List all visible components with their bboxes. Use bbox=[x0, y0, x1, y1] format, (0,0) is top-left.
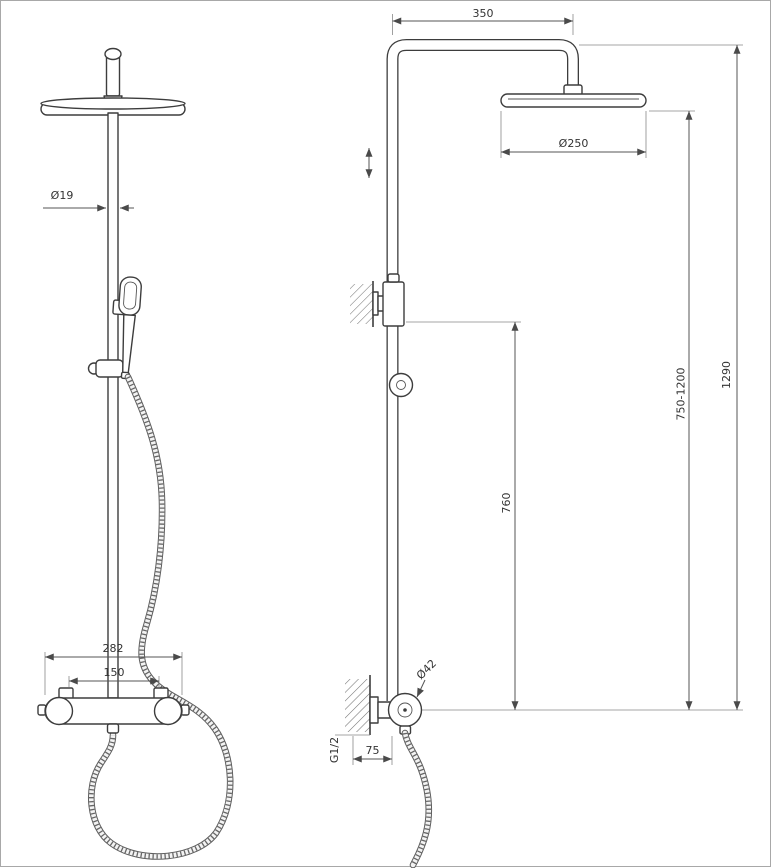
wall-hatch-lower bbox=[345, 679, 370, 732]
head-face-front bbox=[40, 97, 186, 110]
wall-connection-lower bbox=[345, 675, 423, 735]
mixer-valve bbox=[37, 687, 190, 734]
mixer-knob-left bbox=[44, 696, 74, 726]
overhead-shower-side bbox=[500, 84, 647, 108]
dim-riser-height: 750-1200 bbox=[649, 110, 695, 710]
dim-thread-label: G1/2 bbox=[328, 737, 341, 763]
dim-arm-length: 350 bbox=[392, 7, 574, 35]
diverter-knob-outer bbox=[388, 372, 414, 398]
dim-pipe-diameter: Ø19 bbox=[43, 189, 134, 212]
mixer-knob-right bbox=[153, 696, 183, 726]
wall-hatch-upper bbox=[350, 284, 373, 324]
dim-pipe-diameter-label: Ø19 bbox=[51, 189, 74, 202]
dim-connection-thread: G1/2 bbox=[328, 734, 370, 763]
diverter-knob-inner bbox=[396, 380, 406, 390]
dim-head-diameter: Ø250 bbox=[500, 111, 647, 158]
hose-outline-side bbox=[405, 733, 429, 865]
dim-escutcheon-leader bbox=[416, 679, 426, 698]
dim-escutcheon-label: Ø42 bbox=[414, 657, 439, 682]
hand-shower-face-detail bbox=[123, 281, 138, 310]
dim-total-height: 1290 bbox=[579, 44, 743, 710]
dim-head-diameter-label: Ø250 bbox=[559, 137, 589, 150]
mixer-hose-outlet bbox=[106, 723, 120, 734]
shower-hose-side bbox=[405, 733, 429, 865]
dim-escutcheon-diameter: Ø42 bbox=[414, 657, 439, 698]
dim-mixer-width-label: 282 bbox=[103, 642, 124, 655]
side-view: 350 Ø250 1290 750-1200 760 Ø42 bbox=[328, 7, 743, 865]
diverter-knob bbox=[388, 372, 414, 398]
wall-bracket-upper bbox=[350, 273, 405, 327]
stem-cap-front bbox=[104, 47, 122, 61]
valve-inner-ring bbox=[397, 702, 413, 718]
bracket-flange-upper bbox=[372, 291, 379, 316]
dim-total-height-label: 1290 bbox=[720, 361, 733, 389]
front-view: Ø19 282 150 bbox=[37, 47, 230, 857]
riser-pipe-front bbox=[107, 112, 119, 699]
dim-wall-distance-label: 75 bbox=[366, 744, 380, 757]
dim-arm-length-label: 350 bbox=[473, 7, 494, 20]
head-profile-side bbox=[500, 93, 647, 108]
dim-bracket-height: 760 bbox=[406, 321, 521, 710]
riser-pipe-side bbox=[393, 45, 574, 701]
dim-inlet-spacing-label: 150 bbox=[104, 666, 125, 679]
dim-bracket-height-label: 760 bbox=[500, 493, 513, 514]
valve-center-dot bbox=[403, 708, 407, 712]
connection-flange-lower bbox=[369, 696, 379, 724]
pipe-outline-side bbox=[393, 45, 574, 701]
dim-riser-height-label: 750-1200 bbox=[675, 368, 688, 421]
hand-shower bbox=[112, 276, 142, 380]
clamp-screw-upper bbox=[387, 273, 400, 283]
dim-mixer-width: 282 bbox=[44, 642, 183, 695]
dim-wall-distance: 75 bbox=[352, 736, 393, 765]
dim-inlet-spacing: 150 bbox=[68, 666, 160, 687]
slider-clamp-front bbox=[87, 359, 124, 378]
head-stem-front bbox=[105, 53, 121, 97]
pipe-clamp-upper bbox=[382, 281, 405, 327]
clamp-body-front bbox=[95, 359, 124, 378]
overhead-shower-front bbox=[40, 47, 186, 116]
pipe-inner-side bbox=[393, 45, 574, 701]
